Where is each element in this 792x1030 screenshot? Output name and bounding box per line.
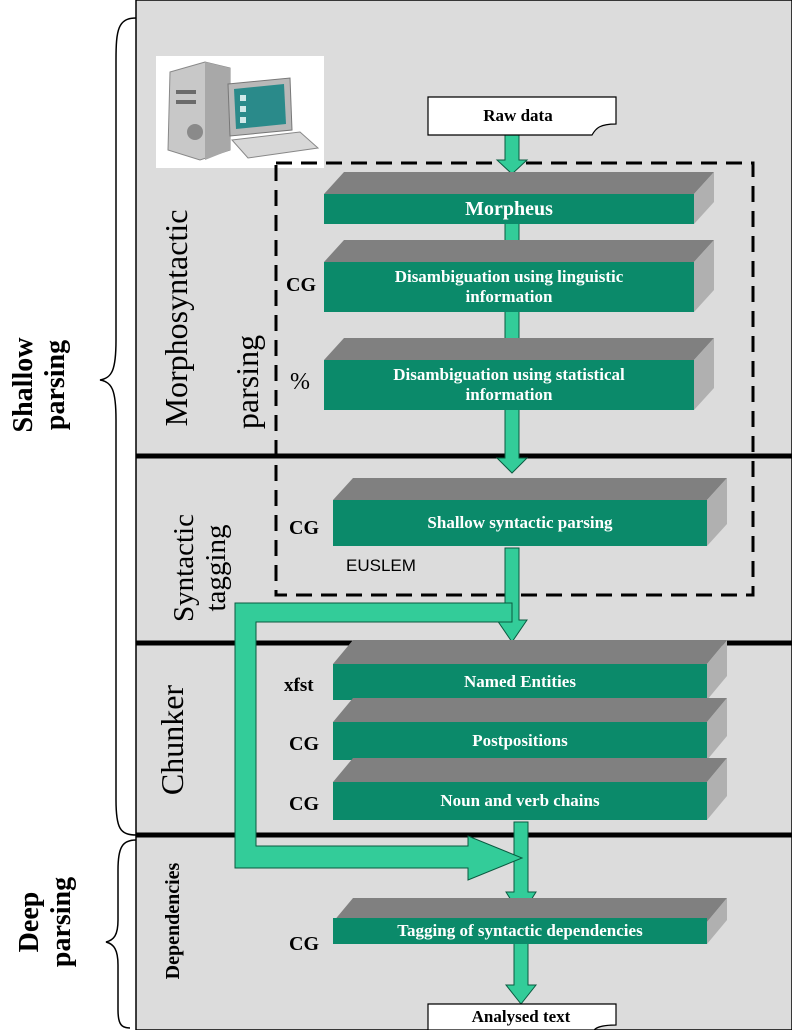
arrow-deps-to-output [504,941,538,1005]
bypass-arrow [234,602,524,881]
module-shallow-syn: Shallow syntactic parsing [427,513,613,532]
arrow-stat-to-shallow [495,407,529,474]
module-syn-dep: Tagging of syntactic dependencies [397,921,643,940]
module-disamb-stat: Disambiguation using statistical informa… [393,365,625,404]
bar-disamb-stat [324,338,714,410]
tag-disamb-stat: % [290,369,310,395]
stage-morpho-line1: Morphosyntactic [158,209,194,427]
stage-dependencies: Dependencies [162,862,184,980]
group-deep-parsing: Deep parsing [14,876,77,968]
stage-syntactic-line1: Syntactic [168,514,200,622]
tag-noun-verb: CG [289,793,319,815]
module-named-entities: Named Entities [464,672,576,691]
analysed-text-label: Analysed text [471,1007,571,1026]
shallow-brace [99,17,137,836]
computer-illustration [156,56,324,168]
module-disamb-ling: Disambiguation using linguistic informat… [394,267,624,306]
arrow-raw-to-morpheus [495,132,529,175]
tag-disamb-ling: CG [286,274,316,296]
bar-postpositions [333,698,727,760]
tag-syn-dep: CG [289,933,319,955]
tag-shallow-syn: CG [289,517,319,539]
stage-syntactic-line2: tagging [200,524,232,612]
module-morpheus: Morpheus [465,198,553,220]
euslem-label: EUSLEM [346,556,416,575]
module-noun-verb: Noun and verb chains [440,791,600,810]
stage-chunker: Chunker [154,684,190,796]
deep-brace [105,839,137,1029]
bar-shallow-syn [333,478,727,546]
bar-named-entities [333,640,727,700]
group-shallow-parsing: Shallow parsing [8,337,71,433]
tag-named-entities: xfst [284,675,314,696]
bar-disamb-ling [324,240,714,312]
tag-postpositions: CG [289,733,319,755]
bar-syn-dep [333,898,727,944]
raw-data-label: Raw data [483,106,553,125]
stage-morpho-line2: parsing [229,334,265,430]
bar-noun-verb [333,758,727,820]
bar-morpheus [324,172,714,224]
raw-data-box [427,96,617,136]
module-postpositions: Postpositions [472,731,568,750]
